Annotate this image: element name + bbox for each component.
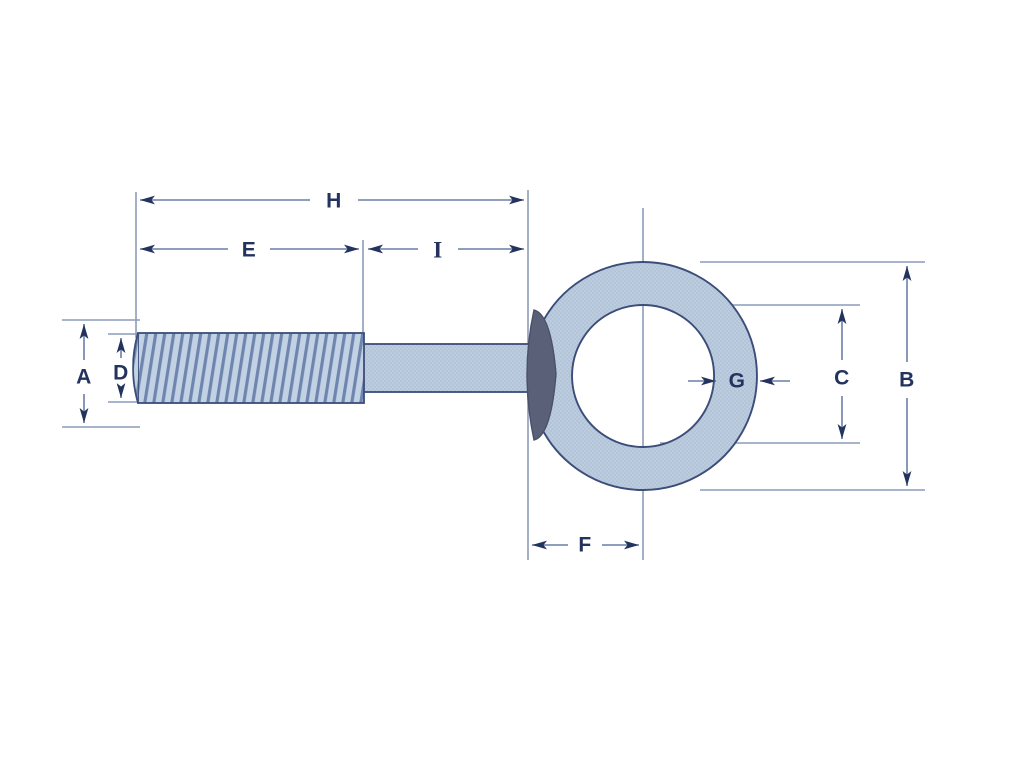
bolt-shank xyxy=(359,343,537,393)
dimension-label-b: B xyxy=(896,369,918,391)
eye-ring xyxy=(528,261,758,491)
dimension-label-h: H xyxy=(323,190,345,212)
dimension-label-i: I xyxy=(430,238,446,262)
dimension-label-d: D xyxy=(110,362,132,384)
dimension-lines xyxy=(79,195,912,550)
bolt-threaded-section xyxy=(132,332,365,404)
bolt-collar xyxy=(526,309,557,441)
dimension-label-g: G xyxy=(728,369,746,393)
dimension-label-f: F xyxy=(575,534,595,556)
dimension-label-a: A xyxy=(73,366,95,388)
dimension-label-e: E xyxy=(238,239,260,261)
dimension-label-c: C xyxy=(831,367,853,389)
